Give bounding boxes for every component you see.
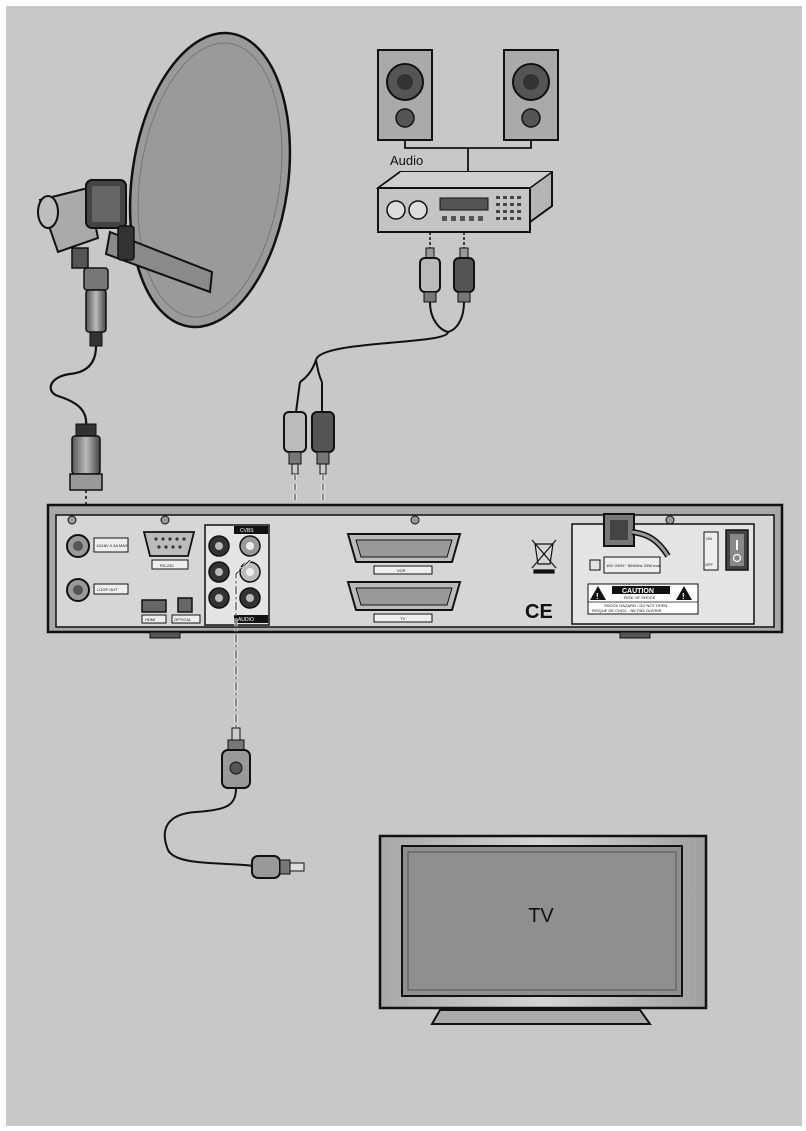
rca-plug-icon [453, 247, 475, 303]
f-connector-icon [83, 267, 109, 347]
power-spec-label: 100~240V~ 50/60Hz 20W max [606, 563, 661, 568]
ce-mark: CE [525, 601, 553, 623]
power-switch: ON OFF [703, 529, 749, 571]
lnb-in-port: 13/18V 0.3A MAX [66, 534, 129, 558]
rs232-port: RS-232 [142, 531, 196, 570]
rca-plug-icon [419, 247, 441, 303]
lnb-spec-label: 13/18V 0.3A MAX [96, 543, 128, 548]
speaker-left-icon [377, 49, 433, 141]
optical-port: OPTICAL [171, 597, 201, 624]
hdmi-label: HDMI [145, 617, 155, 622]
scart-tv-port: TV [346, 581, 462, 623]
switch-on-label: ON [706, 536, 712, 541]
tv-port-label: TV [400, 616, 405, 621]
lnb-icon [37, 179, 135, 269]
cvbs-label: CVBS [240, 528, 254, 534]
power-panel: 100~240V~ 50/60Hz 20W max ! ! CAUTION RI… [571, 513, 755, 625]
caution-block: ! ! CAUTION RISK OF SHOCK SHOCK HAZARD -… [587, 583, 699, 615]
audio-out-label: AUDIO [238, 617, 254, 623]
tv-icon: TV [378, 834, 708, 1025]
svg-text:!: ! [682, 592, 685, 601]
loop-out-port: LOOP OUT [66, 578, 129, 602]
dish-reflector [128, 31, 292, 329]
rca-plug-icon [221, 727, 251, 789]
f-connector-icon [69, 423, 103, 530]
receiver-rear-panel: 13/18V 0.3A MAX LOOP OUT RS-232 HDMI [46, 503, 784, 639]
svg-text:!: ! [596, 592, 599, 601]
hdmi-port: HDMI [141, 599, 167, 624]
rs232-label: RS-232 [160, 563, 174, 568]
audio-cable [299, 301, 465, 383]
optical-label: OPTICAL [174, 617, 192, 622]
tv-label: TV [528, 905, 554, 927]
audio-label: Audio [390, 153, 423, 168]
power-cord-icon [603, 513, 671, 558]
rca-plug-icon [251, 855, 305, 879]
weee-bin-icon [531, 539, 557, 574]
satellite-dish [37, 31, 292, 347]
switch-off-label: OFF [705, 562, 714, 567]
caution-title: CAUTION [622, 588, 654, 595]
vcr-label: VCR [397, 568, 406, 573]
caution-sub: RISK OF SHOCK [624, 595, 656, 600]
caution-line-2: RISQUE DE CHOC - NE PAS OUVRIR [592, 608, 662, 613]
amplifier-icon [375, 171, 553, 233]
video-cable [163, 787, 255, 867]
rca-plug-icon [283, 411, 307, 475]
coax-cable [49, 345, 98, 429]
caution-line-1: SHOCK HAZARD - DO NOT OPEN [604, 603, 667, 608]
scart-vcr-port: VCR [346, 533, 462, 575]
speaker-right-icon [503, 49, 559, 141]
speaker-wires [404, 140, 532, 172]
loop-out-label: LOOP OUT [97, 587, 118, 592]
